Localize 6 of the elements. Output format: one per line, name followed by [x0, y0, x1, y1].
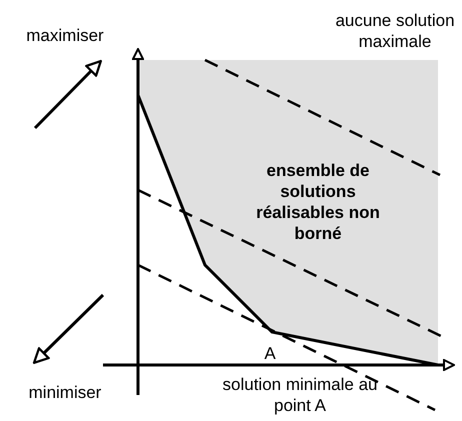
axis-caption: maximiser [25, 25, 105, 46]
axis-caption: minimiser [28, 382, 102, 403]
annotation: solution minimale au point A [222, 374, 378, 416]
annotation: aucune solution maximale [334, 10, 456, 52]
point-label: A [263, 343, 277, 364]
region-label: ensemble de solutions réalisables non borné [255, 160, 381, 244]
